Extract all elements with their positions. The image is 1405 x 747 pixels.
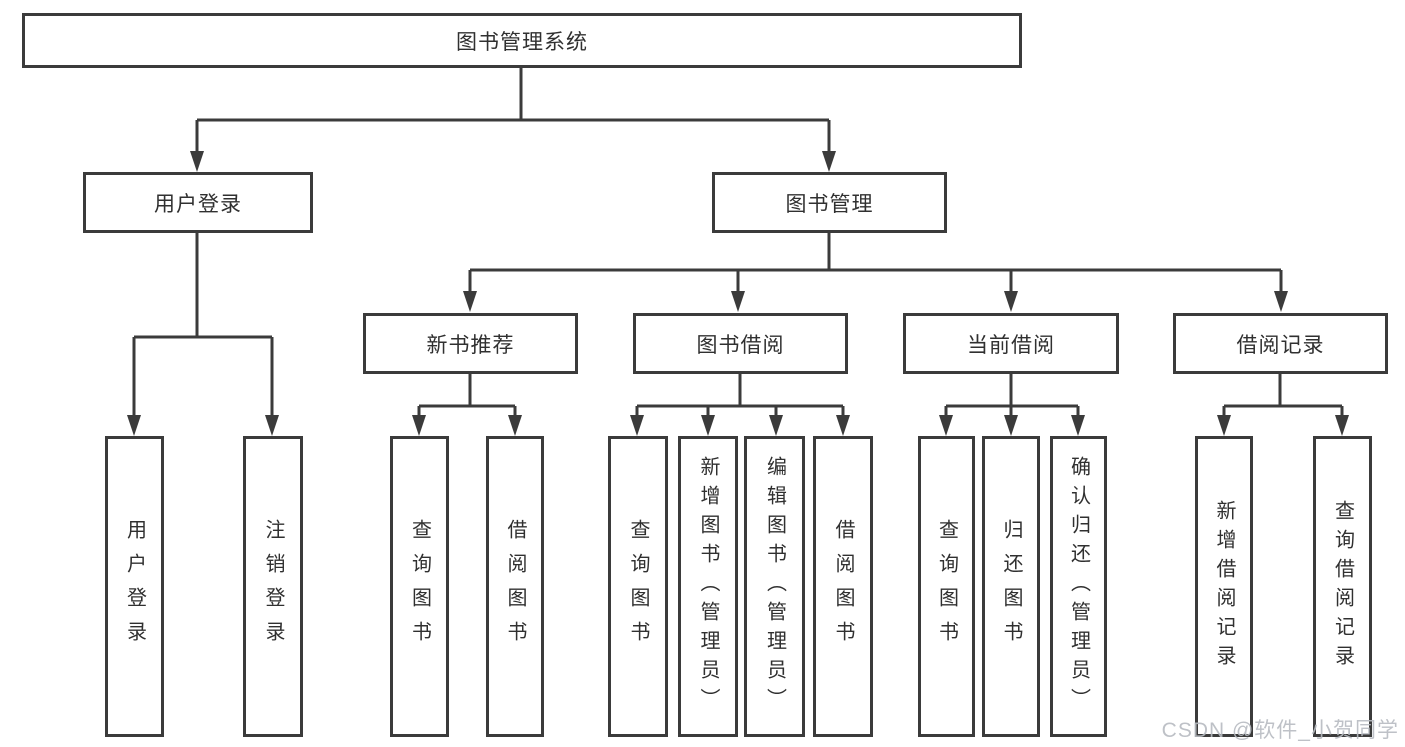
leaf-add-borrow-record-label: 新增借阅记录 (1213, 499, 1235, 674)
leaf-return-book-label: 归还图书 (1000, 518, 1022, 655)
node-borrow-record: 借阅记录 (1173, 313, 1388, 374)
leaf-confirm-return-admin: 确认归还（管理员） (1050, 436, 1107, 737)
leaf-query-book-1: 查询图书 (390, 436, 449, 737)
arrow-down-icon (1004, 291, 1018, 312)
leaf-borrow-book-2-label: 借阅图书 (832, 518, 854, 655)
node-borrow-record-label: 借阅记录 (1236, 333, 1325, 357)
arrow-down-icon (463, 291, 477, 312)
arrow-down-icon (630, 415, 644, 436)
leaf-query-book-2-label: 查询图书 (627, 518, 649, 655)
leaf-query-book-3: 查询图书 (918, 436, 975, 737)
leaf-edit-book-admin: 编辑图书（管理员） (744, 436, 805, 737)
node-book-mgmt-label: 图书管理 (785, 192, 874, 216)
leaf-add-borrow-record: 新增借阅记录 (1195, 436, 1253, 737)
leaf-user-login-label: 用户登录 (123, 518, 146, 655)
arrow-down-icon (1274, 291, 1288, 312)
arrow-down-icon (769, 415, 783, 436)
arrow-down-icon (1004, 415, 1018, 436)
arrow-down-icon (731, 291, 745, 312)
leaf-add-book-admin-label: 新增图书（管理员） (697, 456, 719, 717)
leaf-logout-label: 注销登录 (262, 518, 284, 655)
leaf-borrow-book-2: 借阅图书 (813, 436, 873, 737)
leaf-logout: 注销登录 (243, 436, 303, 737)
leaf-query-book-2: 查询图书 (608, 436, 668, 737)
leaf-borrow-book-1-label: 借阅图书 (504, 518, 526, 655)
node-book-mgmt: 图书管理 (712, 172, 947, 233)
arrow-down-icon (1071, 415, 1085, 436)
node-current-borrow: 当前借阅 (903, 313, 1119, 374)
node-user-login: 用户登录 (83, 172, 313, 233)
arrow-down-icon (412, 415, 426, 436)
node-book-borrow: 图书借阅 (633, 313, 848, 374)
node-user-login-label: 用户登录 (154, 192, 242, 216)
arrow-down-icon (939, 415, 953, 436)
arrow-down-icon (508, 415, 522, 436)
node-book-borrow-label: 图书借阅 (696, 333, 785, 357)
leaf-edit-book-admin-label: 编辑图书（管理员） (763, 456, 786, 717)
arrow-down-icon (127, 415, 141, 436)
node-root-label: 图书管理系统 (456, 30, 588, 54)
leaf-add-book-admin: 新增图书（管理员） (678, 436, 738, 737)
leaf-query-book-3-label: 查询图书 (935, 518, 958, 655)
arrow-down-icon (265, 415, 279, 436)
arrow-down-icon (1217, 415, 1231, 436)
leaf-confirm-return-admin-label: 确认归还（管理员） (1067, 456, 1090, 717)
node-root: 图书管理系统 (22, 13, 1022, 68)
leaf-user-login: 用户登录 (105, 436, 164, 737)
leaf-query-book-1-label: 查询图书 (408, 518, 431, 655)
leaf-borrow-book-1: 借阅图书 (486, 436, 544, 737)
node-new-book-recommend-label: 新书推荐 (426, 333, 515, 357)
arrow-down-icon (836, 415, 850, 436)
leaf-query-borrow-record: 查询借阅记录 (1313, 436, 1372, 737)
arrow-down-icon (701, 415, 715, 436)
watermark-text: CSDN @软件_小贺同学 (1161, 719, 1399, 742)
leaf-return-book: 归还图书 (982, 436, 1040, 737)
node-new-book-recommend: 新书推荐 (363, 313, 578, 374)
arrow-down-icon (190, 151, 204, 172)
node-current-borrow-label: 当前借阅 (967, 333, 1055, 357)
leaf-query-borrow-record-label: 查询借阅记录 (1331, 499, 1354, 674)
arrow-down-icon (822, 151, 836, 172)
arrow-down-icon (1335, 415, 1349, 436)
